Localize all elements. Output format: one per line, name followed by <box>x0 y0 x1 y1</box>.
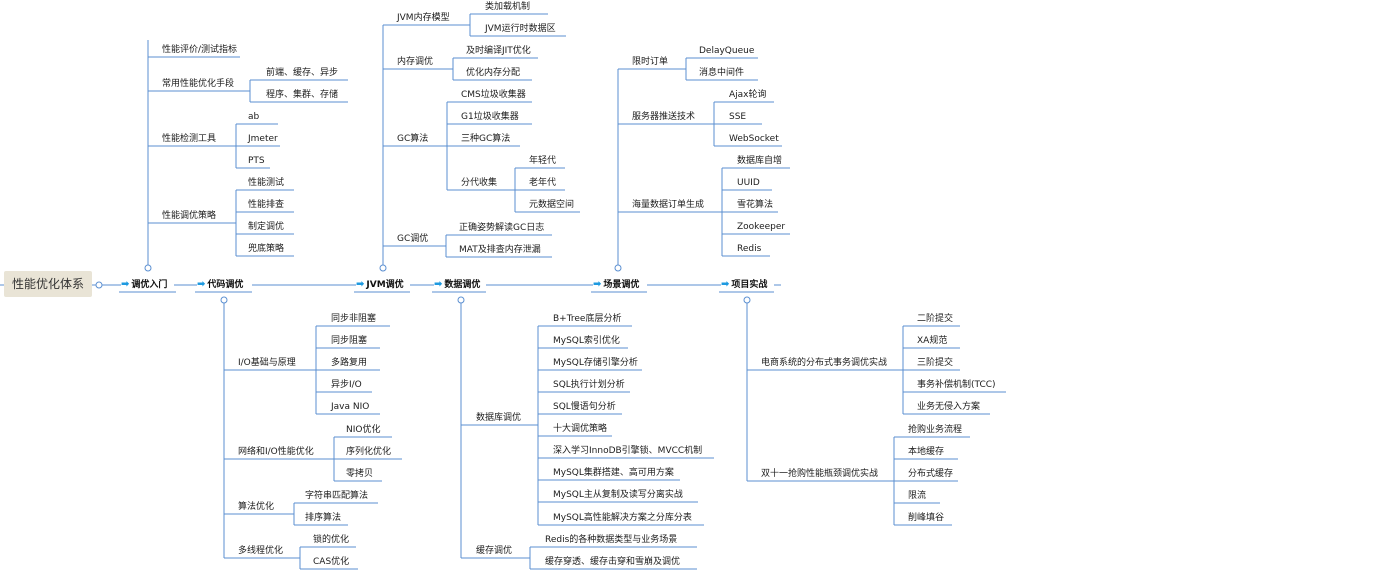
node-gc-item[interactable]: G1垃圾收集器 <box>461 112 519 122</box>
node-tools[interactable]: 性能检测工具 <box>162 134 217 144</box>
node-order[interactable]: 限时订单 <box>632 57 669 67</box>
node-metrics[interactable]: 性能评价/测试指标 <box>162 45 238 55</box>
node-jvm-model-item[interactable]: JVM运行时数据区 <box>485 24 556 34</box>
node-tool-item[interactable]: Jmeter <box>248 134 278 144</box>
node-algo-item[interactable]: 字符串匹配算法 <box>305 491 369 501</box>
node-cache-item[interactable]: 缓存穿透、缓存击穿和雪崩及调优 <box>545 557 681 567</box>
node-cache[interactable]: 缓存调优 <box>476 546 513 556</box>
node-sale-item[interactable]: 抢购业务流程 <box>908 425 963 435</box>
node-push-item[interactable]: WebSocket <box>729 134 779 144</box>
node-strategy-item[interactable]: 性能测试 <box>248 178 285 188</box>
node-strategy-item[interactable]: 制定调优 <box>248 222 285 232</box>
node-db-item[interactable]: SQL执行计划分析 <box>553 380 625 390</box>
arrow-right-icon: ➡ <box>721 279 730 290</box>
node-strategy-item[interactable]: 兜底策略 <box>248 244 285 254</box>
node-io-item[interactable]: 异步I/O <box>331 380 362 390</box>
node-cache-item[interactable]: Redis的各种数据类型与业务场景 <box>545 535 678 545</box>
node-db-item[interactable]: MySQL存储引擎分析 <box>553 358 638 368</box>
node-net[interactable]: 网络和I/O性能优化 <box>238 447 314 457</box>
node-thread[interactable]: 多线程优化 <box>238 546 284 556</box>
node-db-item[interactable]: B+Tree底层分析 <box>553 314 622 324</box>
node-thread-item[interactable]: 锁的优化 <box>313 535 350 545</box>
node-gc-item[interactable]: 三种GC算法 <box>461 134 511 144</box>
node-gc[interactable]: GC算法 <box>397 134 429 144</box>
node-db-item[interactable]: MySQL集群搭建、高可用方案 <box>553 468 674 478</box>
node-id-item[interactable]: UUID <box>737 178 760 188</box>
node-gc-tune[interactable]: GC调优 <box>397 234 429 244</box>
main-branch[interactable]: ➡数据调优 <box>434 279 481 290</box>
node-tool-item[interactable]: PTS <box>248 156 265 166</box>
node-strategy[interactable]: 性能调优策略 <box>162 211 217 221</box>
node-db-item[interactable]: MySQL主从复制及读写分离实战 <box>553 490 683 500</box>
node-net-item[interactable]: NIO优化 <box>346 425 381 435</box>
node-gen-item[interactable]: 老年代 <box>529 178 557 188</box>
node-db-item[interactable]: 十大调优策略 <box>553 424 608 434</box>
node-id-item[interactable]: Redis <box>737 244 762 254</box>
main-branch[interactable]: ➡项目实战 <box>721 279 768 290</box>
node-io-item[interactable]: 同步非阻塞 <box>331 314 377 324</box>
node-means[interactable]: 常用性能优化手段 <box>162 79 235 89</box>
main-branch[interactable]: ➡JVM调优 <box>356 279 404 290</box>
node-io-item[interactable]: 多路复用 <box>331 358 368 368</box>
node-push[interactable]: 服务器推送技术 <box>632 112 696 122</box>
node-tx[interactable]: 电商系统的分布式事务调优实战 <box>761 358 888 368</box>
node-db-item[interactable]: MySQL索引优化 <box>553 336 620 346</box>
arrow-right-icon: ➡ <box>197 279 206 290</box>
node-thread-item[interactable]: CAS优化 <box>313 557 350 567</box>
node-gc-gen[interactable]: 分代收集 <box>461 178 498 188</box>
node-algo-item[interactable]: 排序算法 <box>305 513 342 523</box>
node-tool-item[interactable]: ab <box>248 112 260 122</box>
node-mem-item[interactable]: 及时编译JIT优化 <box>466 46 531 56</box>
node-tx-item[interactable]: 业务无侵入方案 <box>917 402 981 412</box>
arrow-right-icon: ➡ <box>434 279 443 290</box>
node-io[interactable]: I/O基础与原理 <box>238 358 296 368</box>
arrow-right-icon: ➡ <box>121 279 130 290</box>
node-gc-item[interactable]: CMS垃圾收集器 <box>461 90 526 100</box>
node-net-item[interactable]: 零拷贝 <box>346 469 374 479</box>
node-id[interactable]: 海量数据订单生成 <box>632 200 705 210</box>
arrow-right-icon: ➡ <box>356 279 365 290</box>
node-db-item[interactable]: SQL慢语句分析 <box>553 402 616 412</box>
node-algo[interactable]: 算法优化 <box>238 502 275 512</box>
node-gc-tune-item[interactable]: 正确姿势解读GC日志 <box>459 223 545 233</box>
node-gen-item[interactable]: 元数据空间 <box>529 200 575 210</box>
main-branch[interactable]: ➡代码调优 <box>197 279 244 290</box>
node-gen-item[interactable]: 年轻代 <box>529 156 557 166</box>
node-sale[interactable]: 双十一抢购性能瓶颈调优实战 <box>761 469 879 479</box>
node-id-item[interactable]: Zookeeper <box>737 222 786 232</box>
node-sale-item[interactable]: 削峰填谷 <box>908 513 945 523</box>
node-tx-item[interactable]: 三阶提交 <box>917 358 954 368</box>
node-tx-item[interactable]: 二阶提交 <box>917 314 954 324</box>
node-db[interactable]: 数据库调优 <box>476 413 522 423</box>
node-db-item[interactable]: MySQL高性能解决方案之分库分表 <box>553 513 692 523</box>
node-db-item[interactable]: 深入学习InnoDB引擎锁、MVCC机制 <box>553 446 703 456</box>
node-push-item[interactable]: Ajax轮询 <box>729 90 767 100</box>
main-branch[interactable]: ➡场景调优 <box>593 279 640 290</box>
node-mem[interactable]: 内存调优 <box>397 57 434 67</box>
node-jvm-model[interactable]: JVM内存模型 <box>397 13 450 23</box>
node-jvm-model-item[interactable]: 类加载机制 <box>485 2 531 12</box>
main-branch[interactable]: ➡调优入门 <box>121 279 168 290</box>
node-id-item[interactable]: 雪花算法 <box>737 200 774 210</box>
node-net-item[interactable]: 序列化优化 <box>346 447 392 457</box>
arrow-right-icon: ➡ <box>593 279 602 290</box>
node-gc-tune-item[interactable]: MAT及排查内存泄漏 <box>459 245 541 255</box>
node-tx-item[interactable]: XA规范 <box>917 336 948 346</box>
node-id-item[interactable]: 数据库自增 <box>737 156 783 166</box>
node-order-item[interactable]: DelayQueue <box>699 46 755 56</box>
node-sale-item[interactable]: 分布式缓存 <box>908 469 954 479</box>
node-sale-item[interactable]: 限流 <box>908 491 927 501</box>
node-order-item[interactable]: 消息中间件 <box>699 68 745 78</box>
node-io-item[interactable]: Java NIO <box>331 402 370 412</box>
node-io-item[interactable]: 同步阻塞 <box>331 336 368 346</box>
node-sale-item[interactable]: 本地缓存 <box>908 447 945 457</box>
node-means-item[interactable]: 程序、集群、存储 <box>266 90 339 100</box>
node-means-item[interactable]: 前端、缓存、异步 <box>266 68 339 78</box>
node-push-item[interactable]: SSE <box>729 112 747 122</box>
node-tx-item[interactable]: 事务补偿机制(TCC) <box>917 380 996 390</box>
node-strategy-item[interactable]: 性能排查 <box>248 200 285 210</box>
root-topic[interactable]: 性能优化体系 <box>4 271 92 297</box>
node-mem-item[interactable]: 优化内存分配 <box>466 68 521 78</box>
